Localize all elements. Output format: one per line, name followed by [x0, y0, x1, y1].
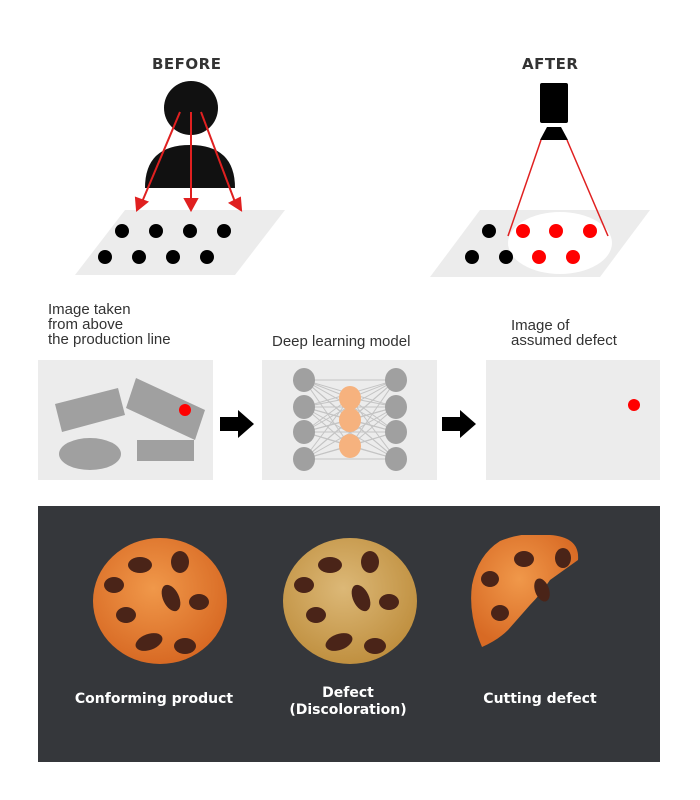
output-node — [385, 420, 407, 444]
product-shape — [55, 388, 125, 432]
defect-marker — [628, 399, 640, 411]
cut-cookie — [471, 535, 579, 647]
production-line-image — [38, 360, 213, 480]
arrow-head — [134, 196, 150, 212]
label-line: Image of — [511, 317, 570, 334]
hidden-node — [339, 408, 361, 432]
output-node — [385, 447, 407, 471]
discolored-cookie — [283, 538, 417, 664]
step-3-label: Image of assumed defect — [511, 318, 617, 348]
right-arrow-icon — [442, 410, 476, 438]
product-shape — [126, 378, 205, 440]
step-2-label: Deep learning model — [272, 334, 410, 349]
arrow-head — [183, 198, 199, 213]
camera-icon — [540, 83, 568, 140]
label-line: Cutting defect — [483, 691, 597, 707]
label-line: (Discoloration) — [289, 702, 407, 718]
after-heading: AFTER — [522, 55, 579, 73]
label-line: Defect — [322, 685, 374, 701]
before-heading: BEFORE — [152, 55, 222, 73]
input-node — [293, 420, 315, 444]
right-arrow-icon — [220, 410, 254, 438]
input-node — [293, 395, 315, 419]
normal-dots — [465, 224, 513, 264]
input-node — [293, 447, 315, 471]
output-node — [385, 368, 407, 392]
defect-marker — [179, 404, 191, 416]
network-edge — [303, 406, 397, 460]
product-shape — [137, 440, 194, 461]
input-node — [293, 368, 315, 392]
output-node — [385, 395, 407, 419]
camera-beams — [507, 139, 609, 237]
cookie-examples — [93, 535, 579, 664]
defect-dots — [516, 224, 597, 264]
arrow-head — [227, 196, 243, 212]
example-label-discoloration: Defect (Discoloration) — [260, 685, 436, 719]
label-line: Image taken — [48, 301, 131, 318]
product-shape — [59, 438, 121, 470]
label-line: assumed defect — [511, 332, 617, 349]
step-1-label: Image taken from above the production li… — [48, 302, 171, 347]
product-dots — [98, 224, 231, 264]
example-label-conforming: Conforming product — [66, 691, 242, 708]
network-edge — [303, 397, 351, 460]
hidden-node — [339, 434, 361, 458]
label-line: from above — [48, 316, 124, 333]
conveyor-surface — [75, 210, 285, 275]
example-label-cutting: Cutting defect — [452, 691, 628, 708]
label-line: Deep learning model — [272, 333, 411, 350]
inspection-arrows — [134, 111, 243, 213]
label-line: the production line — [48, 331, 171, 348]
conforming-cookie — [93, 538, 227, 664]
deep-learning-model — [262, 360, 437, 480]
network-nodes — [293, 368, 407, 471]
network-edge — [349, 397, 397, 460]
assumed-defect-image — [486, 360, 660, 480]
before-illustration — [75, 77, 285, 275]
after-illustration — [430, 83, 650, 277]
hidden-node — [339, 386, 361, 410]
camera-field-of-view — [508, 212, 612, 274]
label-line: Conforming product — [74, 691, 234, 707]
